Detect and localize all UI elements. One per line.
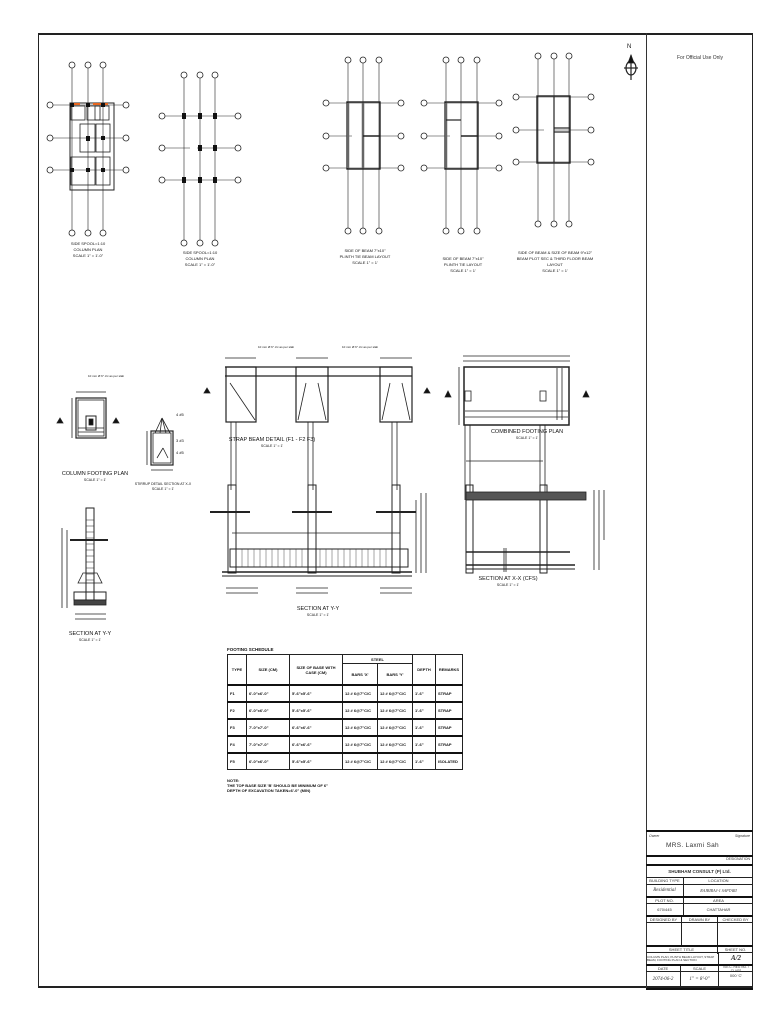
section-yy-small [61, 507, 108, 620]
column-plan-1 [46, 61, 130, 237]
floor-beam-layout [512, 52, 595, 228]
col-type: TYPE [227, 654, 247, 686]
section-yy [210, 484, 427, 594]
col-bars-x: BARS 'X' [342, 663, 378, 686]
date-labels-row: DATE SCALE N.E.C. REG NO. / CLASS [646, 964, 753, 973]
plot-labels-row: PLOT NO. AREA [646, 896, 753, 905]
section-yy-label: SECTION AT Y-Y SCALE 1" = 1' [296, 606, 340, 618]
strap-beam-label: STRAP BEAM DETAIL (F1 - F2 F3) SCALE 1" … [228, 437, 316, 449]
footing-schedule-title: FOOTING SCHEDULE [227, 647, 274, 652]
col-size-of-base: SIZE OF BASE WITH CASE (CM) [289, 654, 343, 686]
sheet-labels-row: SHEET TITLE SHEET NO. [646, 945, 753, 954]
strap-beam-detail [203, 357, 431, 490]
north-arrow-icon [624, 53, 638, 80]
sheet-values-row: COLUMN PLAN, PLINTH BEAM LAYOUT, STRAP B… [646, 952, 753, 965]
owner-row: Owner Signature MRS. Laxmi Sah [646, 830, 753, 857]
column-plan-1-label: SIDE SPOOL=1:10 COLUMN PLAN SCALE 1" = 1… [70, 241, 106, 258]
signoff-labels-row: DESIGNED BY DRAWN BY CHECKED BY [646, 915, 753, 924]
col-steel: STEEL [342, 654, 413, 664]
column-footing-note: 10 mm Ø 6" c/c as per slab [88, 374, 125, 378]
plinth-tie-beam-layout-1 [322, 56, 405, 235]
footing-schedule: FOOTING SCHEDULE TYPE SIZE (CM) SIZE OF … [227, 647, 463, 794]
stirrup-detail [146, 417, 174, 471]
section-xx-label: SECTION AT X-X (CFS) SCALE 1" = 1' [478, 576, 538, 588]
combined-footing-label: COMBINED FOOTING PLAN SCALE 1" = 1' [490, 429, 564, 441]
north-label: N [627, 44, 632, 50]
official-use-label: For Official Use Only [676, 55, 724, 61]
title-block: Owner Signature MRS. Laxmi Sah DESIGNATI… [646, 830, 753, 990]
section-xx [465, 484, 605, 574]
owner-name: MRS. Laxmi Sah [666, 842, 719, 849]
col-bars-y: BARS 'Y' [377, 663, 413, 686]
stirrup-callout-mid: 3 #3 [176, 438, 184, 443]
stirrup-callout-top: 4 #5 [176, 412, 184, 417]
combined-footing-plan [444, 355, 590, 500]
column-footing-plan [56, 391, 120, 439]
footing-schedule-table: TYPE SIZE (CM) SIZE OF BASE WITH CASE (C… [227, 654, 463, 770]
stirrup-detail-label: STIRRUP DETAIL SECTION AT X-X SCALE 1" =… [134, 482, 192, 492]
consultant-row: SHUBHAM CONSULT (P) Ltd. [646, 864, 753, 879]
plinth-tie-beam-2-label: SIDE OF BEAM 7"x10" PLINTH TIE LAYOUT SC… [442, 256, 484, 273]
plot-values-row: 670/445 CHATTAHAR [646, 903, 753, 916]
drawing-sheet-border [38, 33, 753, 988]
building-labels-row: BUILDING TYPE LOCATION [646, 877, 753, 885]
stirrup-callout-bot: 4 #5 [176, 450, 184, 455]
col-depth: DEPTH [412, 654, 436, 686]
sidebar-panel: For Official Use Only [646, 33, 753, 988]
col-remarks: REMARKS [435, 654, 463, 686]
building-values-row: Residential RAJBIRAJ-1 SAPTARI [646, 884, 753, 897]
signoff-values-row [646, 922, 753, 945]
column-plan-2-label: SIDE SPOOL=1:10 COLUMN PLAN SCALE 1" = 1… [182, 250, 218, 267]
section-yy-small-label: SECTION AT Y-Y SCALE 1" = 1' [68, 631, 112, 643]
col-size: SIZE (CM) [246, 654, 290, 686]
floor-beam-label: SIDE OF BEAM & SIZE OF BEAM 9"x12" BEAM … [516, 250, 594, 273]
column-footing-label: COLUMN FOOTING PLAN SCALE 1" = 1' [61, 471, 129, 483]
schedule-notes: NOTE: THE TOP BASE SIZE 'B' SHOULD BE MI… [227, 778, 328, 794]
designation-row: DESIGNATION [646, 855, 753, 865]
plinth-tie-beam-layout-2 [420, 56, 503, 235]
consultant-name: SHUBHAM CONSULT (P) Ltd. [668, 869, 731, 875]
strap-beam-note-right: 10 mm Ø 6" c/c as per slab [342, 345, 379, 349]
sheet-number: A/2 [718, 953, 753, 965]
date-values-row: 2074-06-2 1" = 8'-0" 000 'C' [646, 971, 753, 990]
column-plan-2 [158, 71, 242, 247]
plinth-tie-beam-1-label: SIDE OF BEAM 7"x10" PLINTH TIE BEAM LAYO… [339, 248, 391, 265]
strap-beam-note-left: 10 mm Ø 6" c/c as per slab [258, 345, 295, 349]
